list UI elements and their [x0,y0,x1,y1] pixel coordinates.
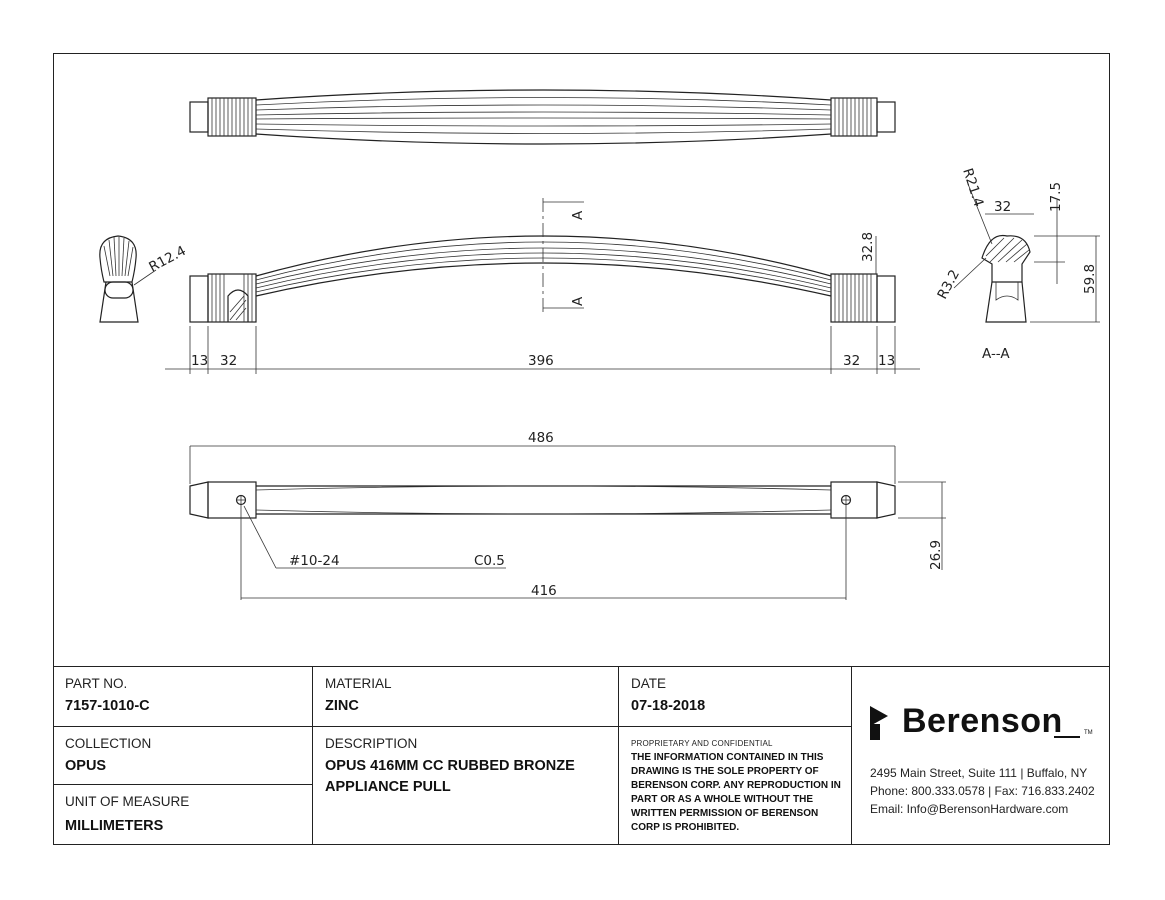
dim-r12-4: R12.4 [146,243,188,276]
section-view: 32 17.5 59.8 R21.4 R3.2 A--A [934,166,1100,362]
dim-32-left: 32 [220,353,237,369]
dim-396: 396 [528,353,554,369]
dim-32-section: 32 [994,199,1011,215]
chamfer-callout: C0.5 [474,553,505,569]
brand-underline [1054,736,1080,738]
phone-fax: Phone: 800.333.0578 | Fax: 716.833.2402 [870,784,1095,798]
dim-32-8: 32.8 [860,232,876,262]
dim-486: 486 [528,430,554,446]
trademark: TM [1084,730,1093,736]
bottom-view: 486 #10-24 C0.5 416 26.9 [189,430,946,600]
uom-label: UNIT OF MEASURE [65,794,190,809]
address: 2495 Main Street, Suite 111 | Buffalo, N… [870,766,1088,780]
uom-cell: UNIT OF MEASURE MILLIMETERS [53,785,313,845]
material-cell: MATERIAL ZINC [313,666,619,727]
front-view: A A 32.8 13 32 396 32 13 [165,198,920,374]
material-label: MATERIAL [325,676,392,691]
dim-13-left: 13 [191,353,208,369]
section-label: A--A [982,346,1010,362]
legal-cell: PROPRIETARY AND CONFIDENTIAL THE INFORMA… [619,727,852,845]
dim-r3-2: R3.2 [934,267,963,302]
collection-cell: COLLECTION OPUS [53,727,313,785]
date-cell: DATE 07-18-2018 [619,666,852,727]
uom-value: MILLIMETERS [65,818,164,834]
dim-13-right: 13 [878,353,895,369]
date-value: 07-18-2018 [631,698,706,714]
title-block-frame [53,666,1110,845]
section-mark-top: A [570,210,586,220]
material-value: ZINC [325,698,359,714]
part-no-label: PART NO. [65,676,128,691]
title-block: PART NO. 7157-1010-C COLLECTION OPUS UNI… [53,666,1110,845]
dim-26-9: 26.9 [928,540,944,570]
dim-32-right: 32 [843,353,860,369]
part-no-cell: PART NO. 7157-1010-C [53,666,313,727]
email: Email: Info@BerensonHardware.com [870,802,1069,816]
technical-drawing: R12.4 [99,89,1100,600]
berenson-logo-icon [870,706,888,740]
dim-59-8: 59.8 [1082,264,1098,294]
brand-cell: Berenson TM 2495 Main Street, Suite 111 … [852,666,1110,845]
dim-416: 416 [531,583,557,599]
legal-text: THE INFORMATION CONTAINED IN THIS DRAWIN… [631,752,841,833]
dim-r21-4: R21.4 [959,166,986,208]
collection-label: COLLECTION [65,736,152,751]
part-no-value: 7157-1010-C [65,698,150,714]
section-mark-bottom: A [570,296,586,306]
end-view: R12.4 [99,235,189,323]
collection-value: OPUS [65,758,107,774]
thread-callout: #10-24 [289,553,340,569]
description-cell: DESCRIPTION OPUS 416MM CC RUBBED BRONZE … [313,727,619,845]
brand-name: Berenson [902,702,1063,740]
legal-heading: PROPRIETARY AND CONFIDENTIAL [631,739,773,748]
description-line1: OPUS 416MM CC RUBBED BRONZE [325,758,575,774]
dim-17-5: 17.5 [1048,182,1064,212]
description-line2: APPLIANCE PULL [325,779,451,795]
top-view [189,89,896,145]
date-label: DATE [631,676,667,691]
description-label: DESCRIPTION [325,736,418,751]
